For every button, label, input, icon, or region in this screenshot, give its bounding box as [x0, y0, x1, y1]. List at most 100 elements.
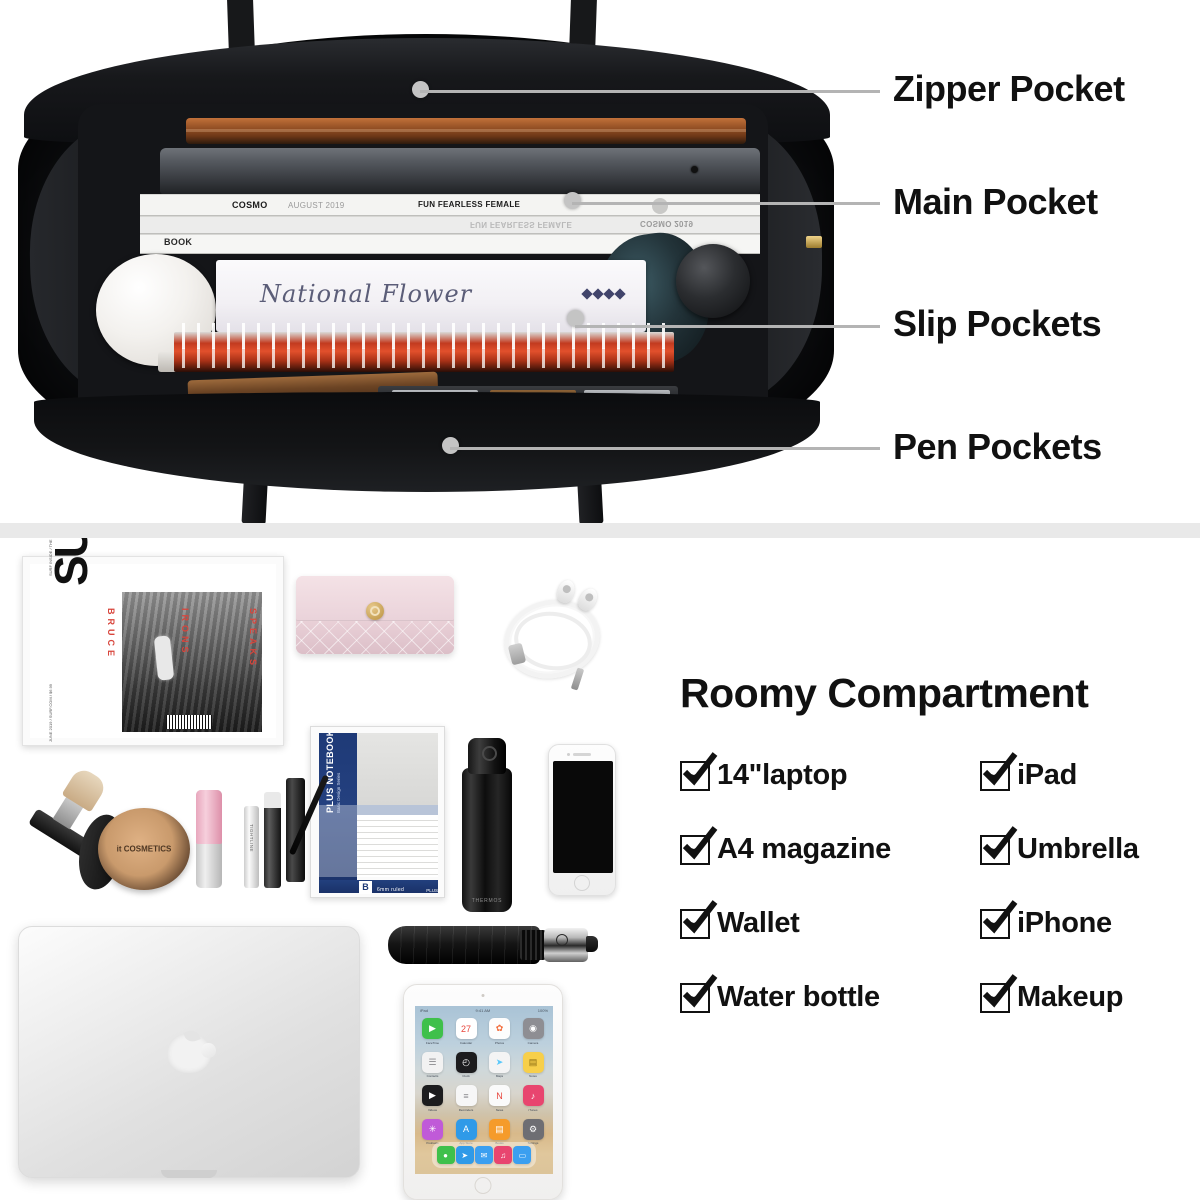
magazine-stack-dot: [652, 198, 668, 214]
checkbox-checked-icon[interactable]: [680, 899, 718, 939]
camera-icon[interactable]: ◉: [522, 1018, 544, 1039]
checklist-item[interactable]: iPhone: [980, 899, 1185, 940]
water-bottle: THERMOS: [462, 738, 512, 912]
magazine-tagline-mirror-text: FUN FEARLESS FEMALE: [470, 220, 573, 229]
surfer-figure: [153, 635, 175, 681]
photos-icon[interactable]: ✿: [489, 1018, 510, 1039]
checkbox-checked-icon[interactable]: [680, 751, 718, 791]
checklist-item[interactable]: A4 magazine: [680, 825, 980, 866]
barcode: [166, 715, 212, 729]
checkbox-checked-icon[interactable]: [680, 825, 718, 865]
magazine-third-spine-text: BOOK: [164, 237, 193, 247]
itunes-icon[interactable]: ♪: [522, 1085, 544, 1106]
checkbox-checked-icon[interactable]: [980, 825, 1018, 865]
checkbox-checked-icon[interactable]: [980, 899, 1018, 939]
ipad-app-facetime[interactable]: ▶FaceTime: [422, 1018, 443, 1045]
ipad-app-label: Calendar: [459, 1040, 473, 1045]
notebook-rule-mark: B: [359, 881, 372, 894]
calendar-icon[interactable]: 27: [455, 1018, 477, 1039]
contacts-icon[interactable]: ☰: [422, 1051, 443, 1073]
dock-safari-icon[interactable]: ➤: [455, 1146, 474, 1164]
wallet-quilted-body: [296, 621, 454, 654]
notebook-foot-text: 6mm ruled: [377, 887, 405, 893]
maps-icon[interactable]: ➤: [489, 1051, 510, 1073]
laptop-screw: [691, 166, 698, 173]
ipad-app-reminders[interactable]: ≡Reminders: [455, 1085, 477, 1112]
callout-leader-line-3: [450, 447, 880, 450]
notes-icon[interactable]: ▤: [522, 1051, 544, 1073]
ipad-app-camera[interactable]: ◉Camera: [522, 1018, 544, 1045]
umbrella: [388, 920, 600, 972]
ipad-app-clock[interactable]: ◴Clock: [455, 1051, 477, 1078]
app-store-icon[interactable]: A: [455, 1118, 477, 1140]
bag-interior: COSMO AUGUST 2019 FUN FEARLESS FEMALE FU…: [78, 104, 768, 434]
callout-anchor-dot-3: [442, 437, 459, 454]
tightline-label-text: TIGHTLINE: [249, 824, 254, 853]
surf-red-line-3: SPEAKS: [248, 608, 258, 670]
wallet-clasp-icon: [366, 602, 384, 620]
wallet: [296, 576, 454, 654]
ipad-app-itunes[interactable]: ♪iTunes: [522, 1085, 544, 1112]
callout-anchor-dot-1: [564, 192, 581, 209]
bag-rim-bottom: [34, 392, 820, 492]
ipad-app-videos[interactable]: ▶Videos: [422, 1085, 443, 1112]
clock-icon[interactable]: ◴: [455, 1051, 477, 1073]
plus-notebook: PLUS NOTEBOOK Basic Design Series B 6mm …: [310, 726, 445, 898]
umbrella-logo-icon: [556, 934, 568, 946]
checklist-item-label: A4 magazine: [717, 833, 891, 865]
ipad-app-podcasts[interactable]: ✳Podcasts: [422, 1118, 443, 1145]
notebook-spine: [319, 733, 357, 893]
checklist-item-label: Water bottle: [717, 981, 880, 1013]
checklist-item[interactable]: Wallet: [680, 899, 980, 940]
notebook-brand-text: PLUS NOTEBOOK: [325, 729, 335, 813]
checklist-item-label: iPad: [1017, 759, 1078, 791]
ipad-app-settings[interactable]: ⚙Settings: [522, 1118, 544, 1145]
notebook-ruled-area: [357, 815, 438, 877]
dock-music-icon[interactable]: ♫: [494, 1146, 513, 1164]
ipad-app-maps[interactable]: ➤Maps: [489, 1051, 510, 1078]
ipad-dock: ●➤✉♫▭: [432, 1142, 536, 1168]
news-icon[interactable]: N: [489, 1085, 510, 1106]
reminders-icon[interactable]: ≡: [455, 1085, 477, 1106]
ipad-app-photos[interactable]: ✿Photos: [489, 1018, 510, 1045]
checklist-item[interactable]: Makeup: [980, 973, 1185, 1014]
magazine-brand-text: COSMO: [232, 200, 268, 210]
checklist-item[interactable]: Water bottle: [680, 973, 980, 1014]
callout-label-pen-pockets: Pen Pockets: [893, 426, 1102, 467]
videos-icon[interactable]: ▶: [422, 1085, 443, 1106]
books-icon[interactable]: ▤: [489, 1118, 510, 1140]
ipad-app-contacts[interactable]: ☰Contacts: [422, 1051, 443, 1078]
checklist-item[interactable]: 14"laptop: [680, 751, 980, 792]
checklist-item-label: iPhone: [1017, 907, 1112, 939]
ipad-app-label: News: [495, 1107, 504, 1112]
umbrella-handle: [544, 928, 588, 962]
podcasts-icon[interactable]: ✳: [422, 1118, 443, 1140]
ipad-app-notes[interactable]: ▤Notes: [522, 1051, 544, 1078]
ipad-app-label: Videos: [427, 1107, 438, 1112]
checkbox-checked-icon[interactable]: [980, 751, 1018, 791]
checkbox-checked-icon[interactable]: [680, 973, 718, 1013]
wooden-pens-top: [186, 118, 746, 144]
checklist-item[interactable]: Umbrella: [980, 825, 1185, 866]
checkbox-checked-icon[interactable]: [980, 973, 1018, 1013]
bottle-cap-in-bag: [676, 244, 750, 318]
iphone: [548, 744, 616, 896]
callout-label-slip-pockets: Slip Pockets: [893, 303, 1102, 344]
checklist-item-label: Makeup: [1017, 981, 1124, 1013]
bag-interior-panel: COSMO AUGUST 2019 FUN FEARLESS FEMALE FU…: [0, 0, 1200, 523]
bottle-body: THERMOS: [462, 768, 512, 912]
ipad-app-books[interactable]: ▤Books: [489, 1118, 510, 1145]
dock-files-icon[interactable]: ▭: [513, 1146, 532, 1164]
settings-icon[interactable]: ⚙: [522, 1118, 544, 1140]
makeup-set: it COSMETICS TIGHTLINE: [14, 765, 330, 898]
dock-mail-icon[interactable]: ✉: [474, 1146, 493, 1164]
checklist-item[interactable]: iPad: [980, 751, 1185, 792]
macbook-laptop: [18, 926, 360, 1178]
facetime-icon[interactable]: ▶: [422, 1018, 443, 1039]
ipad-app-label: Maps: [495, 1074, 504, 1078]
dock-messages-icon[interactable]: ●: [436, 1146, 455, 1164]
